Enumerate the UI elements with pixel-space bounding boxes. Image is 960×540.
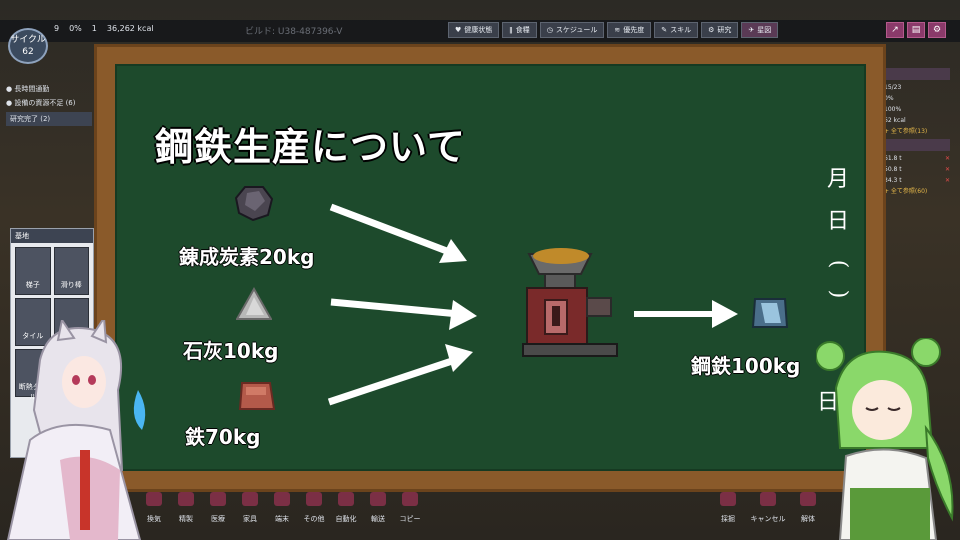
stat-row: 0%	[884, 95, 894, 102]
heart-icon: ♥	[455, 26, 462, 34]
tool-utilities[interactable]: その他	[300, 490, 328, 530]
input-iron-label: 鉄70kg	[185, 425, 261, 449]
weight-row: 34.3 t✕	[884, 177, 950, 184]
tool-deconstruct[interactable]: 解体	[794, 490, 822, 530]
priority-icon: ≋	[614, 26, 621, 34]
settings-icon[interactable]: ⚙	[928, 22, 946, 38]
research-done[interactable]: 研究完了 (2)	[6, 112, 92, 126]
refined-carbon-icon	[235, 186, 273, 221]
cycle-badge[interactable]: サイクル 62	[8, 28, 48, 64]
tab-schedule[interactable]: ◷スケジュール	[539, 22, 605, 38]
steel-icon	[751, 298, 789, 328]
right-panel-header	[884, 68, 950, 80]
tab-priority[interactable]: ≋優先度	[607, 22, 652, 38]
research-icon: ⚙	[708, 26, 715, 34]
tool-station[interactable]: 端末	[268, 490, 296, 530]
tab-skills[interactable]: ✎スキル	[654, 22, 699, 38]
alert-resources[interactable]: ● 設備の資源不足 (6)	[6, 99, 76, 107]
cutlery-icon: ǁ	[509, 26, 513, 34]
cycle-label: サイクル	[10, 35, 46, 45]
see-all-link[interactable]: + 全て参照(60)	[884, 188, 928, 195]
date-column: 月 日 ( ) 日直	[817, 167, 861, 414]
build-ladder[interactable]: 梯子	[15, 247, 51, 295]
input-carbon-label: 錬成炭素20kg	[179, 245, 315, 269]
arrow-lime	[330, 298, 477, 330]
tool-refining[interactable]: 精製	[172, 490, 200, 530]
input-lime-label: 石灰10kg	[183, 339, 279, 363]
see-all-link[interactable]: + 全て参照(13)	[884, 128, 928, 135]
right-panel: 15/23 0% 100% 62 kcal + 全て参照(13) 61.8 t✕…	[884, 66, 950, 197]
metal-refinery-icon	[522, 248, 618, 357]
tool-cancel[interactable]: キャンセル	[748, 490, 788, 530]
arrow-carbon	[329, 203, 467, 263]
build-tile[interactable]: タイル	[15, 298, 51, 346]
date-open-paren: (	[826, 259, 851, 269]
weight-row: 50.8 t✕	[884, 166, 950, 173]
arrow-output	[634, 300, 738, 328]
tool-furniture[interactable]: 家具	[236, 490, 264, 530]
cycle-number: 62	[22, 47, 34, 57]
tool-ventilation[interactable]: 換気	[140, 490, 168, 530]
build-version: ビルド: U38-487396-V	[245, 27, 343, 37]
tool-medical[interactable]: 医療	[204, 490, 232, 530]
tool-copy[interactable]: コピー	[396, 490, 424, 530]
weight-row: 61.8 t✕	[884, 155, 950, 162]
alert-commute[interactable]: ● 長時間通勤	[6, 85, 50, 93]
chalkboard: 鋼鉄生産について 錬成炭素20kg 石灰10kg 鉄70kg	[115, 64, 866, 471]
close-icon[interactable]: ✕	[944, 177, 950, 184]
board-title: 鋼鉄生産について	[155, 125, 466, 169]
right-panel-header-2	[884, 139, 950, 151]
book-icon[interactable]: ▤	[907, 22, 925, 38]
wrench-icon: ✎	[661, 26, 668, 34]
bottom-right-toolbar: 採掘 キャンセル 解体	[714, 490, 822, 530]
tab-health[interactable]: ♥健康状態	[448, 22, 500, 38]
close-icon[interactable]: ✕	[944, 155, 950, 162]
food-value[interactable]: 36,262 kcal	[106, 24, 154, 33]
chart-icon[interactable]: ↗	[886, 22, 904, 38]
date-close-paren: )	[826, 289, 851, 299]
tool-automation[interactable]: 自動化	[332, 490, 360, 530]
tab-research[interactable]: ⚙研究	[701, 22, 739, 38]
duplicant-count[interactable]: 9	[54, 24, 60, 33]
alert-list: ● 長時間通勤 ● 設備の資源不足 (6) 研究完了 (2)	[6, 82, 92, 126]
lime-icon	[236, 287, 272, 320]
arrow-iron	[327, 344, 473, 406]
iron-icon	[238, 382, 276, 410]
left-character	[6, 320, 146, 540]
tool-shipping[interactable]: 輸送	[364, 490, 392, 530]
stat-row: 100%	[884, 106, 902, 113]
stress-value[interactable]: 0%	[69, 24, 82, 33]
clock-icon: ◷	[546, 26, 553, 34]
rocket-icon: ✈	[748, 26, 755, 34]
build-fire-pole[interactable]: 滑り棒	[53, 247, 89, 295]
right-character	[816, 338, 954, 540]
tab-starmap[interactable]: ✈星図	[741, 22, 779, 38]
stat-row: 15/23	[884, 84, 902, 91]
close-icon[interactable]: ✕	[944, 166, 950, 173]
date-day: 日	[826, 209, 849, 234]
sick-count[interactable]: 1	[91, 24, 97, 33]
bottom-toolbar: 換気 精製 医療 家具 端末 その他 自動化 輸送 コピー	[140, 490, 424, 530]
stat-row: 62 kcal	[884, 117, 906, 124]
output-steel-label: 鋼鉄100kg	[691, 354, 801, 378]
date-month: 月	[826, 167, 849, 192]
build-menu-title: 基地	[11, 229, 93, 243]
corner-icons: ↗ ▤ ⚙	[886, 22, 946, 38]
chalkboard-frame: 鋼鉄生産について 錬成炭素20kg 石灰10kg 鉄70kg	[94, 44, 886, 492]
tool-dig[interactable]: 採掘	[714, 490, 742, 530]
top-stats: 9 0% 1 36,262 kcal	[54, 24, 154, 33]
